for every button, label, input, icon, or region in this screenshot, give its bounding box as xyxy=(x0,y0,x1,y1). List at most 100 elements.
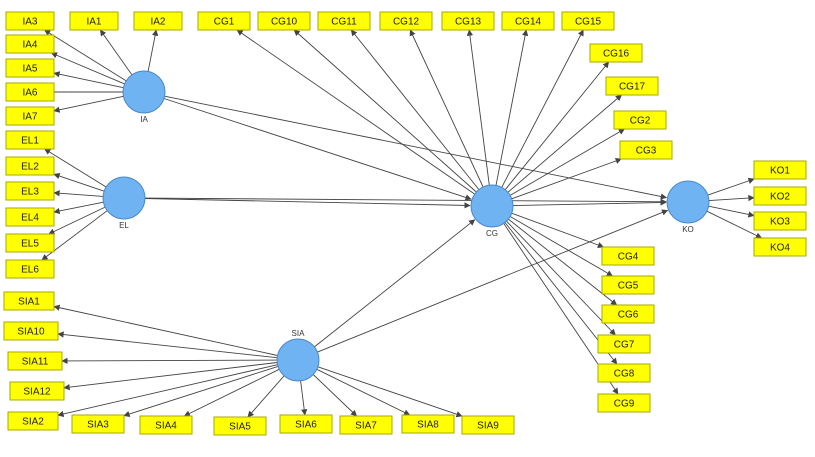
indicator-box xyxy=(401,414,455,434)
indicator-box xyxy=(5,130,55,150)
indicator-cg10[interactable]: CG10 xyxy=(257,11,311,31)
indicator-box xyxy=(5,207,55,227)
indicator-el6[interactable]: EL6 xyxy=(5,259,55,279)
latent-el[interactable]: EL xyxy=(102,176,146,230)
loading-arrow-el3 xyxy=(53,190,104,197)
indicator-cg17[interactable]: CG17 xyxy=(605,76,659,96)
indicator-label: CG13 xyxy=(455,17,482,28)
indicator-sia12[interactable]: SIA12 xyxy=(9,381,65,401)
indicator-cg15[interactable]: CG15 xyxy=(561,11,615,31)
loading-arrow-sia4 xyxy=(183,368,280,417)
indicator-ia5[interactable]: IA5 xyxy=(5,58,55,78)
indicator-ia1[interactable]: IA1 xyxy=(69,11,119,31)
indicator-el1[interactable]: EL1 xyxy=(5,130,55,150)
loading-arrow-cg2 xyxy=(509,128,626,196)
indicator-label: CG8 xyxy=(614,369,635,380)
indicator-box xyxy=(5,233,55,253)
loading-arrow-cg15 xyxy=(501,29,584,188)
loading-arrow-ia2 xyxy=(147,29,159,72)
indicator-ia7[interactable]: IA7 xyxy=(5,106,55,126)
indicator-box xyxy=(5,156,55,176)
indicator-sia9[interactable]: SIA9 xyxy=(461,415,515,435)
indicator-ia3[interactable]: IA3 xyxy=(5,11,55,31)
indicator-sia6[interactable]: SIA6 xyxy=(279,414,333,434)
latent-label: IA xyxy=(140,115,148,124)
indicator-el2[interactable]: EL2 xyxy=(5,156,55,176)
indicator-sia4[interactable]: SIA4 xyxy=(139,415,193,435)
indicator-label: CG5 xyxy=(618,281,639,292)
indicator-sia11[interactable]: SIA11 xyxy=(7,351,63,371)
indicator-ko1[interactable]: KO1 xyxy=(753,160,807,180)
indicator-box xyxy=(601,304,655,324)
indicator-box xyxy=(601,275,655,295)
indicator-cg6[interactable]: CG6 xyxy=(601,304,655,324)
indicator-box xyxy=(9,381,65,401)
indicator-label: CG3 xyxy=(636,146,657,157)
indicator-cg9[interactable]: CG9 xyxy=(597,393,651,413)
path-arrow-el-cg xyxy=(144,198,471,209)
indicator-cg14[interactable]: CG14 xyxy=(501,11,555,31)
indicator-label: CG15 xyxy=(575,17,602,28)
indicator-box xyxy=(3,321,59,341)
latent-circle xyxy=(102,176,146,220)
latent-label: KO xyxy=(682,225,694,234)
indicator-box xyxy=(461,415,515,435)
indicator-ia2[interactable]: IA2 xyxy=(133,11,183,31)
indicator-box xyxy=(597,363,651,383)
indicator-ko3[interactable]: KO3 xyxy=(753,211,807,231)
indicator-cg4[interactable]: CG4 xyxy=(601,246,655,266)
indicator-label: CG4 xyxy=(618,252,639,263)
indicator-box xyxy=(339,415,393,435)
indicator-sia5[interactable]: SIA5 xyxy=(213,416,267,436)
latent-ia[interactable]: IA xyxy=(122,70,166,124)
indicator-label: EL4 xyxy=(21,213,39,224)
indicator-sia7[interactable]: SIA7 xyxy=(339,415,393,435)
indicator-box xyxy=(5,259,55,279)
indicator-label: IA7 xyxy=(22,112,37,123)
indicator-cg13[interactable]: CG13 xyxy=(441,11,495,31)
loading-arrow-el5 xyxy=(48,206,106,235)
indicator-label: CG2 xyxy=(630,116,651,127)
indicator-box xyxy=(3,291,55,311)
loading-arrow-cg11 xyxy=(350,29,480,190)
indicator-cg3[interactable]: CG3 xyxy=(619,140,673,160)
indicator-sia8[interactable]: SIA8 xyxy=(401,414,455,434)
latent-sia[interactable]: SIA xyxy=(276,329,320,382)
indicator-cg5[interactable]: CG5 xyxy=(601,275,655,295)
indicator-cg7[interactable]: CG7 xyxy=(597,334,651,354)
indicator-sia3[interactable]: SIA3 xyxy=(71,414,125,434)
latent-circle xyxy=(666,180,710,224)
indicator-sia2[interactable]: SIA2 xyxy=(7,411,59,431)
indicator-sia1[interactable]: SIA1 xyxy=(3,291,55,311)
latent-ko[interactable]: KO xyxy=(666,180,710,234)
indicator-label: CG17 xyxy=(619,82,646,93)
loading-arrow-el1 xyxy=(44,148,107,188)
latent-cg[interactable]: CG xyxy=(470,184,514,238)
latent-circle xyxy=(122,70,166,114)
indicator-cg2[interactable]: CG2 xyxy=(613,110,667,130)
loading-arrow-ia3 xyxy=(43,29,127,82)
indicator-ia6[interactable]: IA6 xyxy=(5,82,55,102)
indicator-sia10[interactable]: SIA10 xyxy=(3,321,59,341)
indicator-ko4[interactable]: KO4 xyxy=(753,237,807,257)
indicator-cg1[interactable]: CG1 xyxy=(197,11,251,31)
indicator-box xyxy=(7,411,59,431)
indicator-el3[interactable]: EL3 xyxy=(5,181,55,201)
indicator-ia4[interactable]: IA4 xyxy=(5,34,55,54)
loading-arrow-ko4 xyxy=(706,210,763,239)
indicator-label: SIA12 xyxy=(23,387,51,398)
indicator-cg11[interactable]: CG11 xyxy=(317,11,371,31)
indicator-el4[interactable]: EL4 xyxy=(5,207,55,227)
indicator-cg16[interactable]: CG16 xyxy=(589,43,643,63)
indicator-el5[interactable]: EL5 xyxy=(5,233,55,253)
indicator-box xyxy=(605,76,659,96)
loading-arrow-ia4 xyxy=(50,52,125,85)
loading-arrow-el2 xyxy=(53,173,105,192)
indicator-ko2[interactable]: KO2 xyxy=(753,186,807,206)
indicator-cg12[interactable]: CG12 xyxy=(379,11,433,31)
loading-arrow-ko1 xyxy=(707,177,755,196)
indicator-cg8[interactable]: CG8 xyxy=(597,363,651,383)
path-arrow-sia-cg xyxy=(314,219,476,348)
indicator-label: CG14 xyxy=(515,17,542,28)
indicator-label: SIA11 xyxy=(22,357,49,368)
